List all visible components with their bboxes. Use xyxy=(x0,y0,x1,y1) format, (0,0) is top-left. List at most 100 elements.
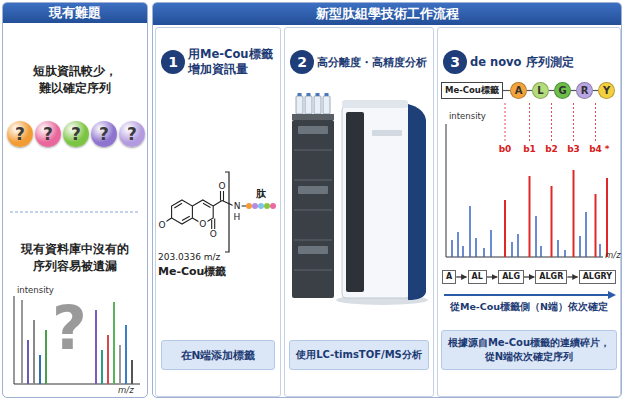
problem-text: 現有資料庫中沒有的 序列容易被遺漏 xyxy=(3,241,147,275)
step-heading: de novo 序列測定 xyxy=(470,55,616,70)
question-ball: ? xyxy=(63,121,89,147)
sequence-text: ALGR xyxy=(539,272,563,282)
step-arrow xyxy=(567,276,577,277)
fragment-label: b4 xyxy=(589,144,602,154)
precursor-mark: * xyxy=(605,144,610,154)
peptide-bead xyxy=(264,203,270,209)
spectrum-peak xyxy=(131,360,133,384)
question-ball: ? xyxy=(119,121,145,147)
fragment-label: b2 xyxy=(545,144,558,154)
chain-link xyxy=(503,90,510,91)
question-mark: ? xyxy=(15,124,25,144)
panel-heading: 新型肽組學技術工作流程 xyxy=(153,3,621,25)
fragment-label: b1 xyxy=(523,144,536,154)
step-summary-box: 使用LC-timsTOF/MS分析 xyxy=(289,340,429,370)
bottle-cap xyxy=(307,93,311,96)
sequence-box: ALGR xyxy=(535,270,567,284)
fragment-label: b3 xyxy=(567,144,580,154)
solvent-bottle xyxy=(296,96,303,114)
fragment-peak xyxy=(505,170,607,257)
ms-body xyxy=(342,106,410,298)
amino-acid-circle: R xyxy=(576,82,593,99)
amino-acid-letter: A xyxy=(515,85,523,96)
summary-text: 使用LC-timsTOF/MS分析 xyxy=(296,348,422,362)
sequence-box: A xyxy=(442,270,456,284)
chart-axis xyxy=(14,384,140,385)
summary-text: 根據源自Me-Cou標籤的連續碎片， 從N端依次確定序列 xyxy=(445,336,613,364)
amino-acid-circle: Y xyxy=(598,82,615,99)
sequence-text: ALGRY xyxy=(583,272,612,282)
step-column: 用Me-Cou標籤 增加資訊量1 在N端添加標籤 xyxy=(155,27,281,397)
atom-label: N xyxy=(233,201,242,211)
question-mark: ? xyxy=(127,124,137,144)
peptide-label: 肽 xyxy=(256,188,266,200)
peptide-bead xyxy=(270,203,276,209)
spectrum-peak xyxy=(39,355,41,384)
step-summary-box: 在N端添加標籤 xyxy=(161,340,275,370)
atom-label: O xyxy=(209,229,218,239)
peptide-bead xyxy=(246,203,252,209)
bottle-cap xyxy=(325,93,329,96)
question-mark: ? xyxy=(99,124,109,144)
spectrum-peak xyxy=(33,320,35,384)
axis-label: intensity xyxy=(17,286,54,296)
spectrum-peak xyxy=(101,350,103,384)
divider-line xyxy=(10,211,138,212)
axis-label: intensity xyxy=(449,112,486,122)
ms-side-panel xyxy=(408,104,426,300)
ms-front-panel xyxy=(346,112,364,292)
axis-label: m/z xyxy=(605,251,621,261)
step-column: de novo 序列測定3Me-Cou標籤ALGRYAALALGALGRALGR… xyxy=(437,27,621,397)
sequence-box: ALGRY xyxy=(579,270,616,284)
chart-axis xyxy=(14,296,15,384)
atom-label: O xyxy=(198,219,207,229)
question-mark: ? xyxy=(71,124,81,144)
tag-name: Me-Cou標籤 xyxy=(158,266,226,279)
sequence-text: AL xyxy=(472,272,483,282)
sequence-box: ALG xyxy=(498,270,524,284)
solvent-bottle xyxy=(323,96,330,114)
peptide-bead xyxy=(252,203,258,209)
fragment-guide xyxy=(505,103,596,141)
sequence-box: AL xyxy=(468,270,487,284)
peptide-bead xyxy=(258,203,264,209)
bottle-cap xyxy=(316,93,320,96)
solvent-bottle xyxy=(305,96,312,114)
question-ball: ? xyxy=(7,121,33,147)
step-number-text: 2 xyxy=(297,54,307,70)
step-number: 3 xyxy=(443,50,467,74)
fragment-label: b0 xyxy=(499,144,512,154)
lc-panel xyxy=(298,126,328,134)
noise-peak xyxy=(452,206,600,257)
step-number-text: 3 xyxy=(450,54,460,70)
question-ball: ? xyxy=(91,121,117,147)
ms-slot xyxy=(372,130,402,136)
summary-text: 在N端添加標籤 xyxy=(181,348,256,362)
question-ball: ? xyxy=(35,121,61,147)
amino-acid-letter: L xyxy=(537,85,543,96)
step-number: 1 xyxy=(161,50,185,74)
direction-note: 從Me-Cou標籤側（N端）依次確定 xyxy=(450,302,608,313)
amino-acid-circle: G xyxy=(554,82,571,99)
amino-acid-circle: A xyxy=(510,82,527,99)
chemical-bonds xyxy=(165,190,247,229)
spectrum-peak xyxy=(45,330,47,384)
spectrum-peak xyxy=(21,300,23,384)
spectrum-peak xyxy=(125,325,127,384)
chart-axis xyxy=(446,124,447,257)
step-heading: 高分離度・高精度分析 xyxy=(317,55,431,70)
spectrum-peak xyxy=(113,302,115,384)
sequence-text: ALG xyxy=(502,272,520,282)
atom-label: O xyxy=(217,181,226,191)
amino-acid-letter: G xyxy=(558,85,566,96)
lc-stack xyxy=(292,120,334,298)
lc-panel xyxy=(298,186,328,194)
step-heading: 用Me-Cou標籤 增加資訊量 xyxy=(188,47,276,77)
bottle-cap xyxy=(298,93,302,96)
step-arrow xyxy=(524,276,534,277)
amino-acid-letter: R xyxy=(581,85,589,96)
tag-box: Me-Cou標籤 xyxy=(441,82,503,99)
solvent-bottle xyxy=(314,96,321,114)
ms-top xyxy=(342,100,408,108)
